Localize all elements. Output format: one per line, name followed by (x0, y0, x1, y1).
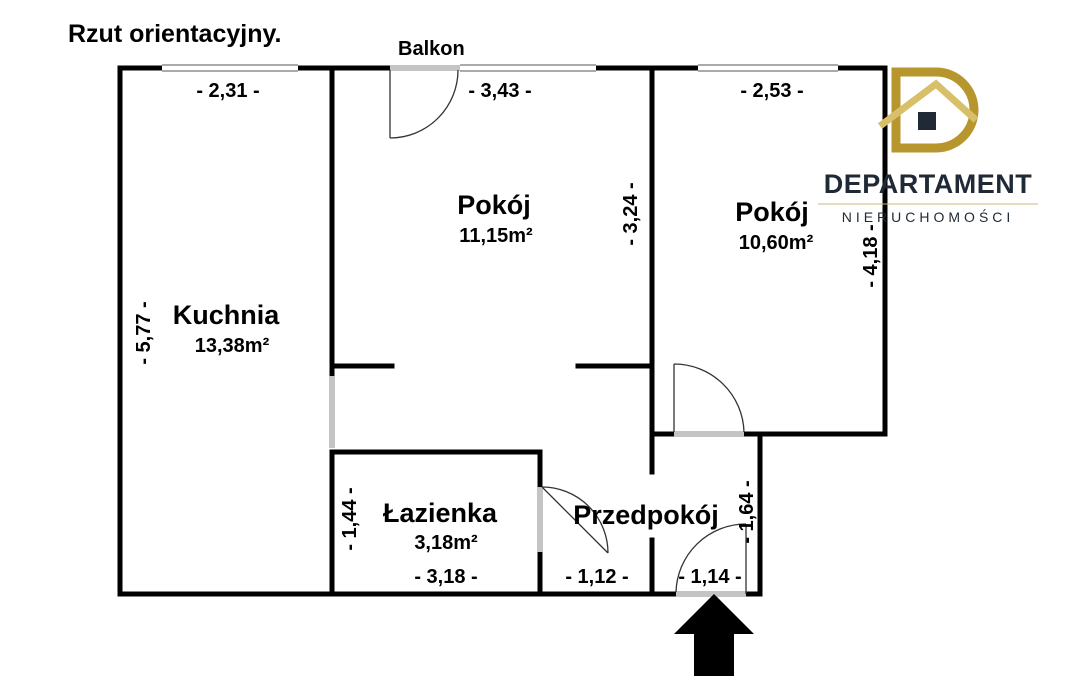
bathroom-name: Łazienka (383, 498, 498, 528)
brand-name: DEPARTAMENT (824, 169, 1033, 199)
door-swing-icon (389, 69, 747, 594)
dim-hall-height: - 1,64 - (736, 480, 758, 543)
brand-subtitle: NIERUCHOMOŚCI (842, 208, 1015, 225)
room2-area: 10,60m² (739, 232, 814, 254)
dim-room1-depth: - 3,24 - (620, 182, 642, 245)
bathroom-area: 3,18m² (414, 532, 478, 554)
dim-room1-width: - 3,43 - (468, 80, 531, 102)
brand-logo: D (877, 67, 979, 153)
dim-bathroom-width: - 3,18 - (414, 566, 477, 588)
dim-bathroom-height: - 1,44 - (339, 487, 361, 550)
dim-hall-width-left: - 1,12 - (565, 566, 628, 588)
walls (117, 65, 888, 597)
dim-room2-depth: - 4,18 - (860, 224, 882, 287)
dim-room2-width: - 2,53 - (740, 80, 803, 102)
dim-hall-width-right: - 1,14 - (678, 566, 741, 588)
entrance-arrow-icon (674, 594, 754, 676)
room2-name: Pokój (735, 197, 809, 227)
kitchen-area: 13,38m² (195, 335, 270, 357)
balcony-label: Balkon (398, 38, 465, 60)
dim-kitchen-length: - 5,77 - (133, 301, 155, 364)
hall-name: Przedpokój (573, 500, 719, 530)
windows (162, 64, 838, 72)
room1-area: 11,15m² (459, 225, 533, 247)
dim-kitchen-width: - 2,31 - (196, 80, 259, 102)
openings (329, 65, 746, 597)
kitchen-name: Kuchnia (173, 300, 280, 330)
room1-name: Pokój (457, 190, 531, 220)
plan-title: Rzut orientacyjny. (68, 20, 281, 48)
